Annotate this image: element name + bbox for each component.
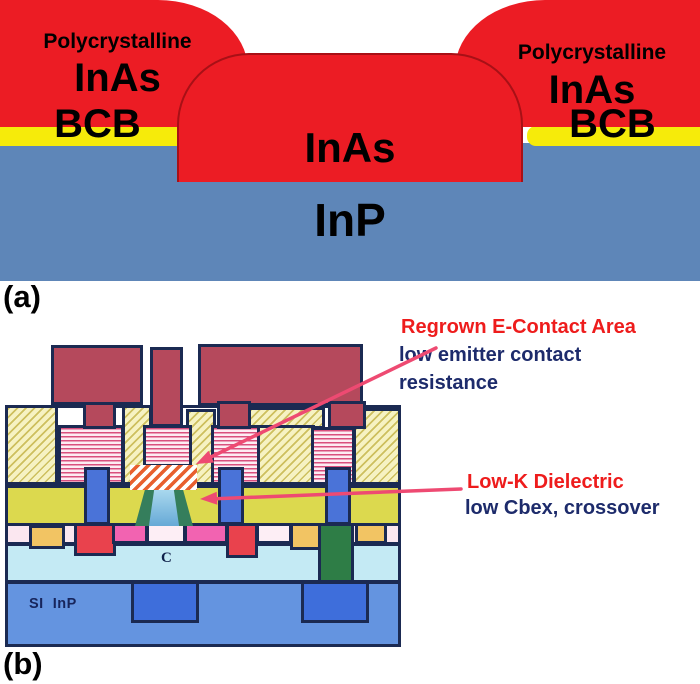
annotation-lowk-line1: low Cbex, crossover [465,497,660,519]
pad-neck-right-2 [328,401,366,429]
pad-neck-left [83,401,116,429]
base-contact-magenta-2 [184,523,228,544]
bcb-layer-right [527,126,700,146]
panel-a-tag: (a) [3,279,41,314]
via-2 [218,467,244,525]
annotation-regrown-title: Regrown E-Contact Area [401,316,636,338]
label-inas-center: InAs [304,124,396,171]
regrown-e-contact [130,465,197,490]
label-polycrystalline-left: Polycrystalline [43,30,192,53]
ild-hatch-5 [255,425,315,485]
annotation-regrown-line1: low emitter contact [399,344,582,366]
label-bcb-right: BCB [569,102,656,146]
annotation-regrown-line2: resistance [399,372,498,394]
substrate-label: SI InP [29,596,77,612]
ild-hatch-1 [5,405,58,485]
bcb-layer-left [0,125,181,146]
top-metal-pad-center [150,347,183,427]
inas-regrown-mesa [177,53,523,182]
contact-yellow-left [29,525,65,549]
top-metal-pad-right [198,344,363,406]
contact-palepink-right [256,523,292,544]
panel-b-tag: (b) [3,646,43,681]
label-inp: InP [314,194,386,246]
label-inas-right: InAs [548,68,636,112]
via-1 [84,467,110,525]
base-contact-magenta-1 [112,523,148,544]
panel-b-device: C SI InP [5,337,401,647]
panel-a: Polycrystalline InAs BCB InAs InP Polycr… [0,0,700,315]
contact-yellow-right [355,523,387,544]
mesa-blue-core [148,490,180,526]
label-inas-left: InAs [74,56,161,100]
pad-neck-right-1 [217,401,251,429]
contact-red-left [74,523,116,556]
collector-label: C [161,550,172,566]
collector-plug-green [318,523,354,583]
subcollector-implant-1 [131,581,199,623]
subcollector-implant-2 [301,581,369,623]
top-metal-pad-left [51,345,143,405]
label-bcb-left: BCB [54,102,141,146]
contact-palepink-center [146,523,186,544]
contact-red-right [226,523,258,558]
via-3 [325,467,351,525]
label-polycrystalline-right: Polycrystalline [517,41,667,64]
emitter-mesa [135,490,193,526]
striped-metal-center [143,425,192,467]
annotation-lowk-title: Low-K Dielectric [467,471,624,493]
